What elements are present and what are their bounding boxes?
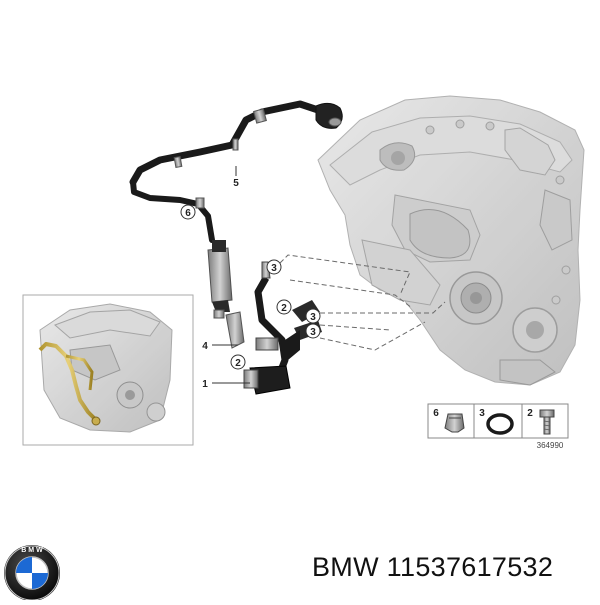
label-4: 4 xyxy=(202,341,208,352)
bmw-logo-lettering: B M W xyxy=(21,547,43,554)
callout-3-mid: 3 xyxy=(305,308,321,324)
label-1: 1 xyxy=(202,379,208,390)
o-ring-icon xyxy=(486,413,514,435)
callout-6: 6 xyxy=(180,204,196,220)
callout-lines xyxy=(212,166,250,384)
legend-number-6: 6 xyxy=(433,408,439,419)
callout-2-label: 2 xyxy=(235,358,241,369)
engine-illustration xyxy=(317,95,585,386)
callout-3-label: 3 xyxy=(271,263,277,274)
leader-lines xyxy=(279,254,446,351)
callout-3-lower: 3 xyxy=(305,323,321,339)
callout-3-label: 3 xyxy=(310,327,316,338)
callout-3-label: 3 xyxy=(310,312,316,323)
label-5: 5 xyxy=(233,178,239,189)
clip-icon xyxy=(444,413,465,433)
callout-2-label: 2 xyxy=(281,303,287,314)
legend-number-3: 3 xyxy=(479,408,485,419)
callout-2-upper: 2 xyxy=(276,299,292,315)
bmw-logo: B M W xyxy=(4,545,60,601)
part-number-caption: BMW 11537617532 xyxy=(312,552,554,582)
callout-6-label: 6 xyxy=(185,208,191,219)
bolt-icon xyxy=(539,409,555,435)
parts-legend: 6 3 2 364990 xyxy=(427,403,569,450)
callout-3-upper: 3 xyxy=(266,259,282,275)
legend-number-2: 2 xyxy=(527,408,533,419)
hose-assembly xyxy=(129,100,343,395)
callout-2-lower: 2 xyxy=(230,354,246,370)
legend-code: 364990 xyxy=(537,441,564,450)
overview-inset xyxy=(22,294,194,446)
